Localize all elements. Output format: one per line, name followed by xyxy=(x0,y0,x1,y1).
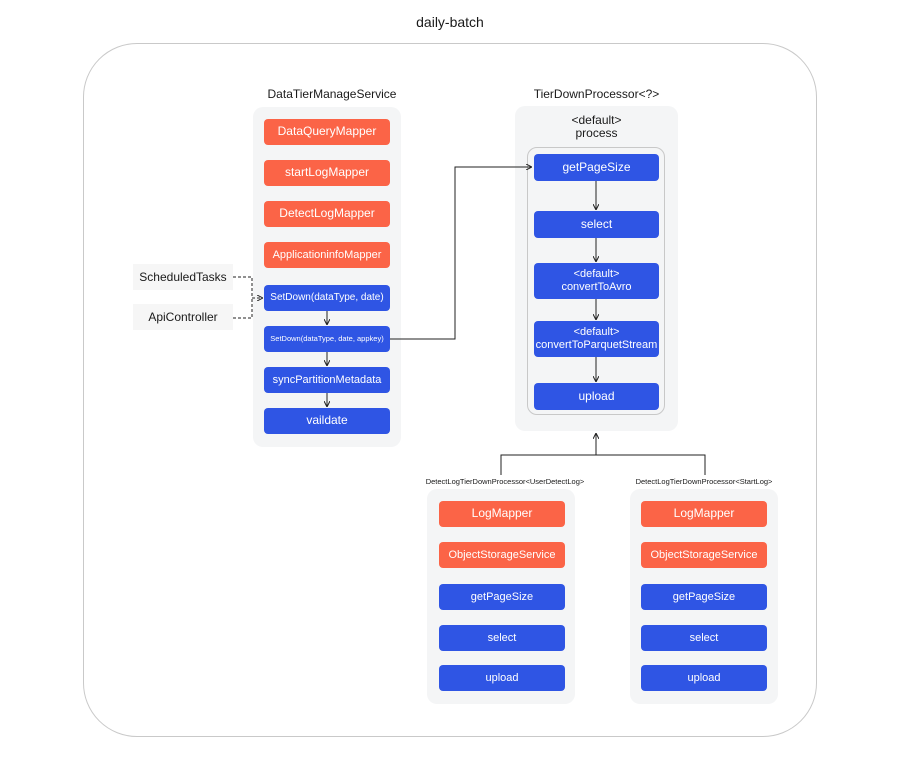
detect-log-mapper-box: DetectLogMapper xyxy=(264,201,390,227)
start-log-mapper-box: startLogMapper xyxy=(264,160,390,186)
data-query-mapper-box: DataQueryMapper xyxy=(264,119,390,145)
start-log-mapper-box: LogMapper xyxy=(641,501,767,527)
detect-select-box: select xyxy=(439,625,565,651)
api-controller-node: ApiController xyxy=(133,304,233,330)
vaildate-box: vaildate xyxy=(264,408,390,434)
application-info-mapper-box: ApplicationinfoMapper xyxy=(264,242,390,268)
daily-batch-frame xyxy=(83,43,817,737)
scheduled-tasks-node: ScheduledTasks xyxy=(133,264,233,290)
setdown-date-method-box: SetDown(dataType, date) xyxy=(264,285,390,311)
process-convert-to-parquet-box: <default> convertToParquetStream xyxy=(534,321,659,357)
setdown-to-process-arrow xyxy=(390,167,531,340)
process-title: process xyxy=(575,126,618,140)
detect-log-mapper-box: LogMapper xyxy=(439,501,565,527)
step-label: convertToParquetStream xyxy=(535,339,658,351)
step-label: convertToAvro xyxy=(561,281,632,293)
api-to-setdown-arrow xyxy=(233,298,253,319)
detect-upload-box: upload xyxy=(439,665,565,691)
start-object-storage-box: ObjectStorageService xyxy=(641,542,767,568)
sync-partition-metadata-box: syncPartitionMetadata xyxy=(264,367,390,393)
detect-processor-title: DetectLogTierDownProcessor<UserDetectLog… xyxy=(425,477,585,486)
start-processor-title: DetectLogTierDownProcessor<StartLog> xyxy=(635,477,773,486)
step-stereotype: <default> xyxy=(573,326,620,339)
step-label: getPageSize xyxy=(562,159,631,174)
process-stereotype: <default> xyxy=(571,113,622,127)
setdown-appkey-method-box: SetDown(dataType, date, appkey) xyxy=(264,326,390,352)
tier-processor-title: TierDownProcessor<?> xyxy=(533,87,660,101)
process-select-box: select xyxy=(534,211,659,238)
process-upload-box: upload xyxy=(534,383,659,410)
step-label: select xyxy=(580,216,613,231)
diagram-title: daily-batch xyxy=(416,14,484,30)
start-select-box: select xyxy=(641,625,767,651)
step-label: upload xyxy=(578,388,615,403)
process-convert-to-avro-box: <default> convertToAvro xyxy=(534,263,659,299)
manage-service-title: DataTierManageService xyxy=(267,87,397,101)
start-upload-box: upload xyxy=(641,665,767,691)
detect-get-page-size-box: getPageSize xyxy=(439,584,565,610)
start-get-page-size-box: getPageSize xyxy=(641,584,767,610)
detect-object-storage-box: ObjectStorageService xyxy=(439,542,565,568)
step-stereotype: <default> xyxy=(573,268,620,281)
process-get-page-size-box: getPageSize xyxy=(534,154,659,181)
detect-inherit-line xyxy=(500,454,706,475)
scheduled-to-setdown-arrow xyxy=(233,276,262,298)
